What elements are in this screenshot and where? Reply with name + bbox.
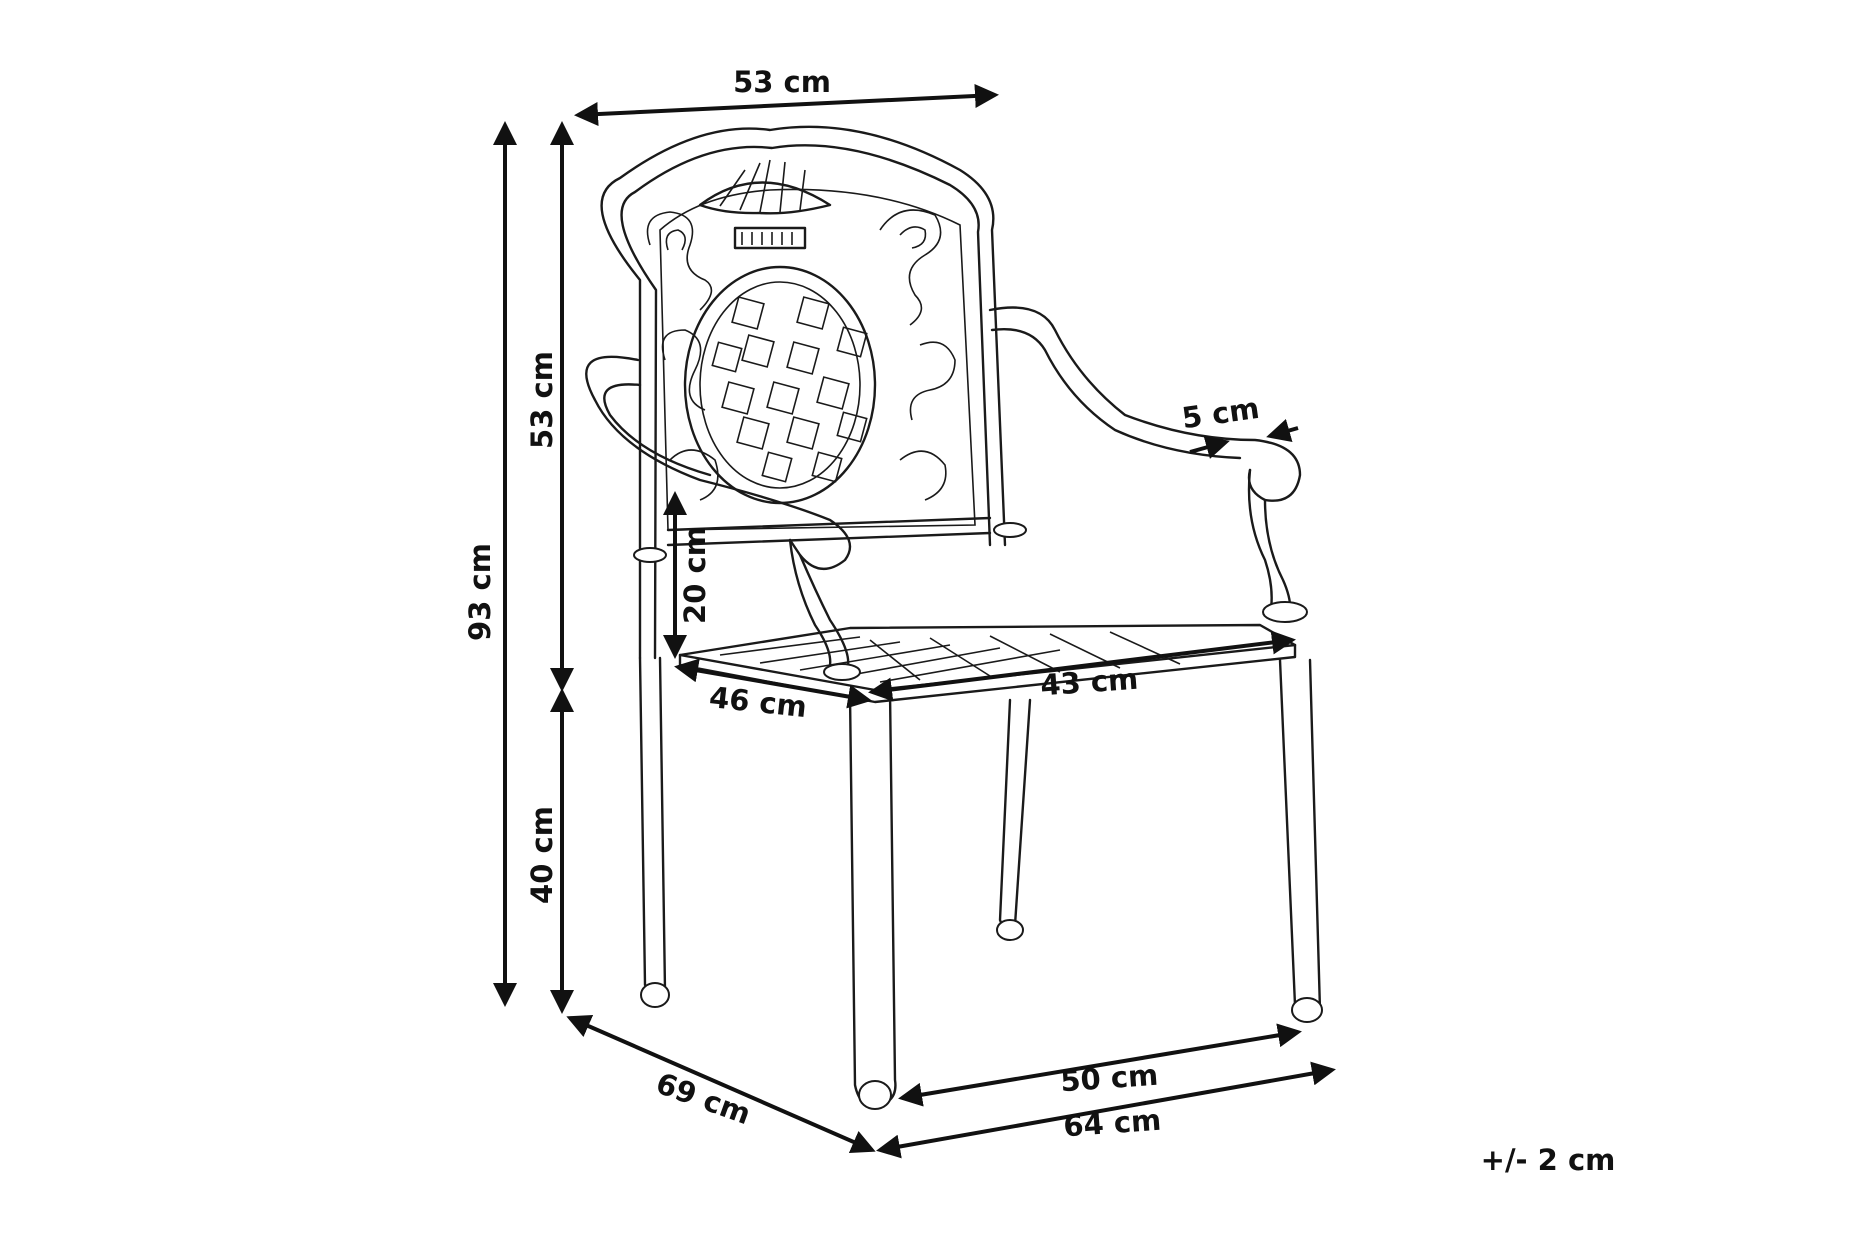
total-width-line [876,1061,1336,1159]
arm-width-tick-right [1266,418,1299,443]
label-tolerance: +/- 2 cm [1481,1143,1616,1177]
label-back-width: 53 cm [733,65,831,99]
label-leg-width: 50 cm [1059,1058,1159,1099]
arm-width-tick-left [1189,435,1230,459]
dimension-labels: 53 cm 93 cm 53 cm 40 cm 20 cm 5 cm 46 cm… [463,65,1615,1177]
seat-depth-line [674,658,872,709]
right-armrest [988,306,1308,623]
label-arm-width: 5 cm [1180,391,1262,435]
medallion [683,265,877,505]
label-arm-height: 20 cm [678,526,712,624]
label-seat-height: 40 cm [525,806,559,904]
label-seat-width: 43 cm [1039,662,1139,703]
label-total-width: 64 cm [1062,1103,1162,1144]
chair-back-frame [600,125,1007,660]
shell-crest [698,159,832,250]
label-total-height: 93 cm [463,543,497,641]
total-depth-line [566,1015,876,1153]
back-width-line [574,83,999,127]
scroll-ornaments [646,209,956,501]
dimension-lines [493,83,1336,1159]
legs [633,522,1323,1110]
seat-width-line [868,630,1296,702]
label-back-height: 53 cm [525,351,559,449]
left-armrest [585,355,852,667]
